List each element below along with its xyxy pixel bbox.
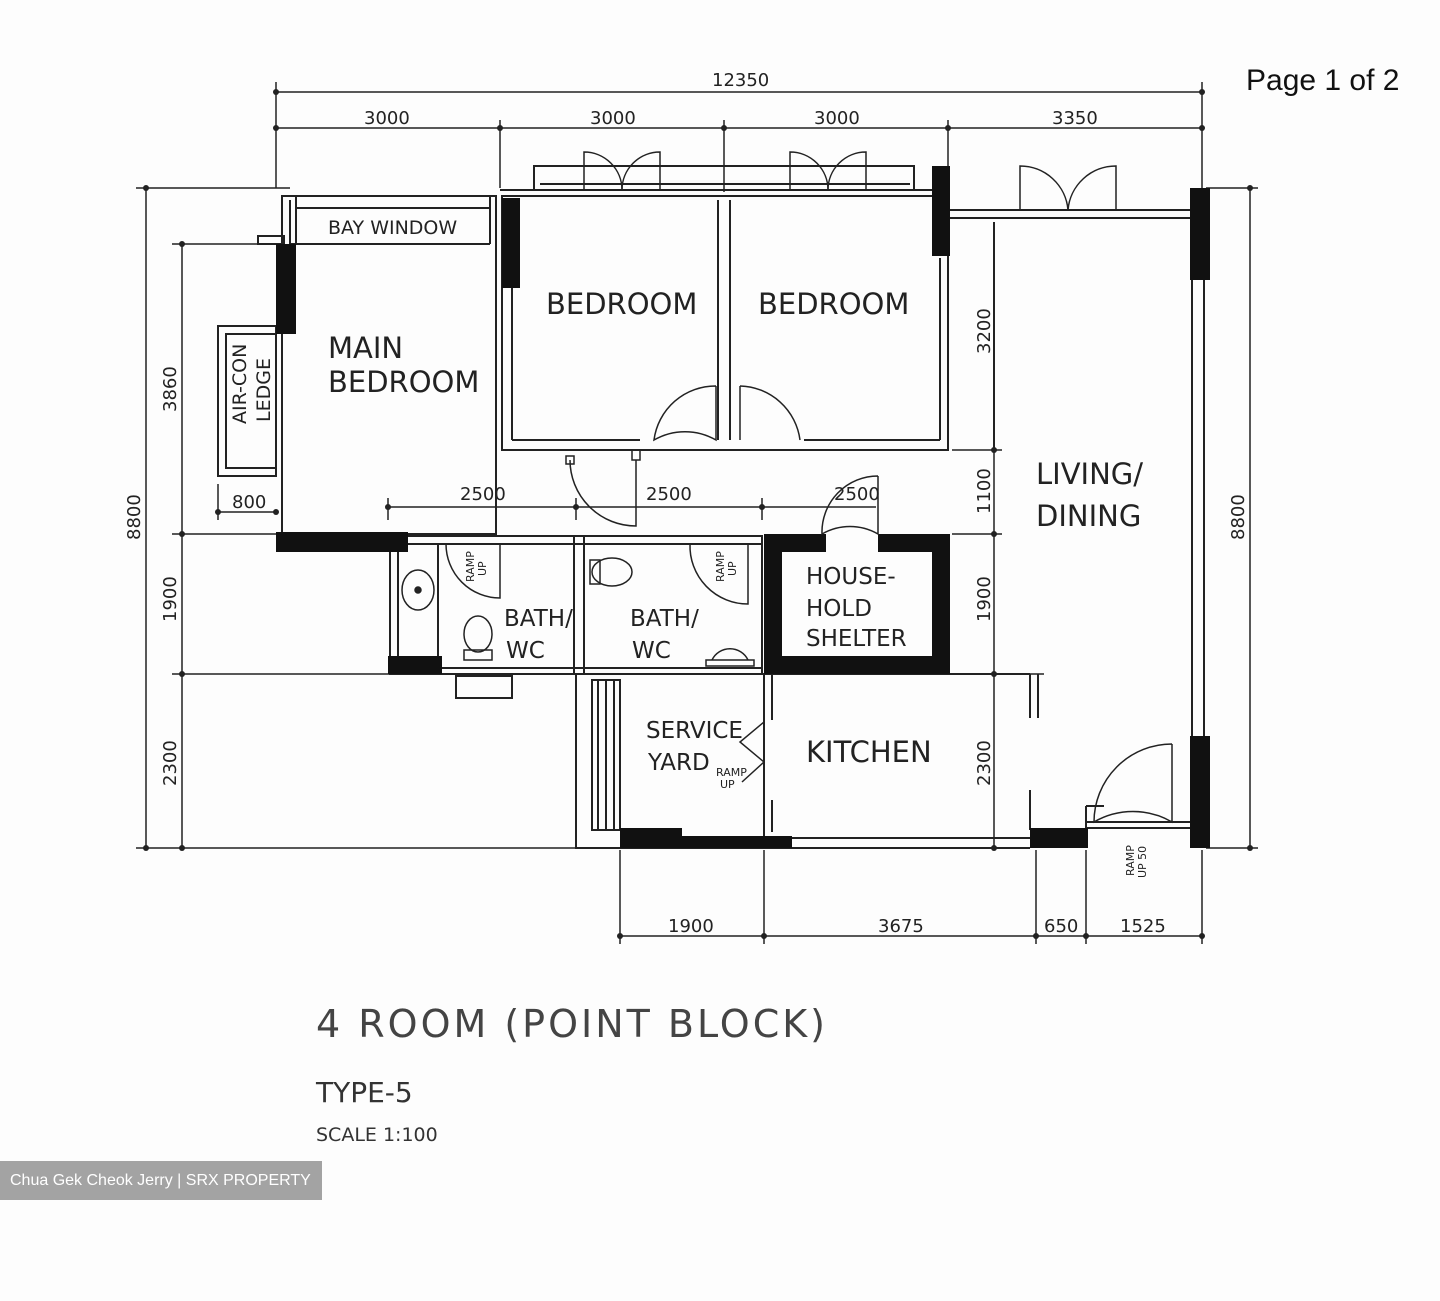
dim-right-total: 8800 — [1228, 494, 1249, 540]
dim-left-2: 1900 — [160, 576, 181, 622]
main-bedroom-label-line2: BEDROOM — [328, 365, 479, 399]
dim-right-4: 2300 — [974, 740, 995, 786]
dim-bottom-4: 1525 — [1120, 916, 1166, 937]
plan-scale: SCALE 1:100 — [316, 1124, 438, 1146]
shelter-label-line2: HOLD — [806, 596, 872, 622]
dim-right-3: 1900 — [974, 576, 995, 622]
bath-2-label-line1: BATH/ — [630, 606, 699, 632]
dim-bottom-1: 1900 — [668, 916, 714, 937]
ramp-bath-1-line1: RAMP — [464, 551, 477, 582]
dim-right-2: 1100 — [974, 468, 995, 514]
service-yard-label-line2: YARD — [647, 750, 710, 776]
doors — [445, 151, 1173, 824]
dim-corridor-3: 2500 — [834, 484, 880, 505]
living-label-line2: DINING — [1036, 499, 1141, 533]
dim-left-3: 2300 — [160, 740, 181, 786]
plan-title: 4 ROOM (POINT BLOCK) — [316, 1002, 828, 1046]
dim-bottom-2: 3675 — [878, 916, 924, 937]
dim-top-1: 3000 — [364, 108, 410, 129]
ramp-service-line1: RAMP — [716, 766, 747, 779]
dim-left-total: 8800 — [124, 494, 145, 540]
ramp-bath-2-line2: UP — [726, 561, 739, 576]
bath-1-label-line1: BATH/ — [504, 606, 573, 632]
ramp-bath-1-line2: UP — [476, 561, 489, 576]
watermark-credit: Chua Gek Cheok Jerry | SRX PROPERTY — [0, 1161, 322, 1200]
living-label-line1: LIVING/ — [1036, 457, 1143, 491]
aircon-label-line2: LEDGE — [253, 358, 275, 422]
bath-1-label-line2: WC — [506, 638, 545, 664]
shelter-label-line3: SHELTER — [806, 626, 907, 652]
aircon-label-line1: AIR-CON — [229, 344, 251, 424]
bedroom-1-label: BEDROOM — [546, 287, 697, 321]
dim-bottom-3: 650 — [1044, 916, 1078, 937]
bath-2-label-line2: WC — [632, 638, 671, 664]
page-indicator: Page 1 of 2 — [1246, 64, 1400, 97]
service-yard-label-line1: SERVICE — [646, 718, 743, 744]
dim-overall-width: 12350 — [712, 70, 769, 91]
plan-type: TYPE-5 — [316, 1076, 413, 1109]
ramp-entrance-line1: RAMP — [1124, 845, 1137, 876]
dim-corridor-1: 2500 — [460, 484, 506, 505]
shelter-label-line1: HOUSE- — [806, 564, 896, 590]
bay-window-label: BAY WINDOW — [328, 217, 457, 239]
ramp-bath-2-line1: RAMP — [714, 551, 727, 582]
dim-aircon-width: 800 — [232, 492, 266, 513]
dim-top-3: 3000 — [814, 108, 860, 129]
dim-top-2: 3000 — [590, 108, 636, 129]
dim-top-4: 3350 — [1052, 108, 1098, 129]
ramp-entrance-line2: UP 50 — [1136, 846, 1149, 878]
kitchen-label: KITCHEN — [806, 735, 932, 769]
dimension-ticks — [143, 89, 1253, 939]
dim-left-1: 3860 — [160, 366, 181, 412]
ramp-service-line2: UP — [720, 778, 735, 791]
bedroom-2-label: BEDROOM — [758, 287, 909, 321]
dim-right-1: 3200 — [974, 308, 995, 354]
main-bedroom-label-line1: MAIN — [328, 331, 403, 365]
dim-corridor-2: 2500 — [646, 484, 692, 505]
columns — [276, 166, 1210, 848]
fixtures — [401, 557, 755, 667]
